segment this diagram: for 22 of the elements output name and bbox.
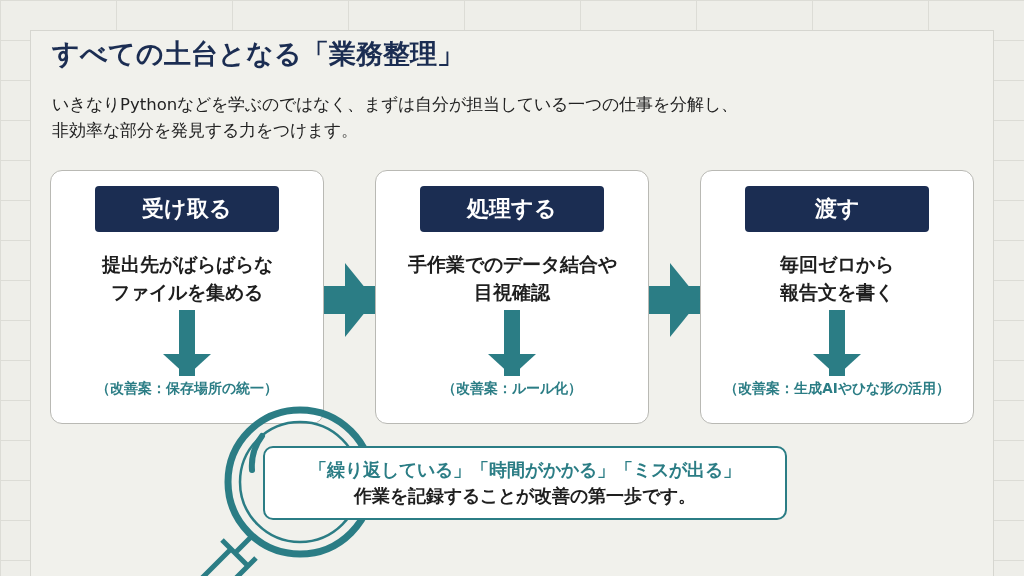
step-card (50, 170, 324, 424)
block-arrow (649, 263, 700, 337)
improvement-note: （改善案：保存場所の統一） (54, 376, 320, 400)
block-arrow (324, 263, 375, 337)
step-heading: 渡す (745, 186, 929, 232)
subtitle: いきなりPythonなどを学ぶのではなく、まずは自分が担当している一つの仕事を分解し、非効率な部分を発見する力をつけます。 (52, 94, 740, 142)
title: すべての土台となる「業務整理」 (52, 37, 464, 71)
block-arrow (813, 310, 861, 376)
step-card (375, 170, 649, 424)
callout-box (263, 446, 787, 520)
step-description: 毎回ゼロから報告文を書く (779, 252, 895, 305)
block-arrow (163, 310, 211, 376)
improvement-note: （改善案：ルール化） (379, 376, 645, 400)
callout-text: 作業を記録することが改善の第一歩です。 (354, 485, 696, 508)
improvement-note: （改善案：生成AIやひな形の活用） (704, 376, 970, 400)
step-heading: 受け取る (95, 186, 279, 232)
block-arrow (488, 310, 536, 376)
step-card (700, 170, 974, 424)
step-description: 提出先がばらばらなファイルを集める (100, 252, 274, 305)
step-heading: 処理する (420, 186, 604, 232)
callout-text: 「繰り返している」「時間がかかる」「ミスが出る」 (309, 459, 741, 482)
step-description: 手作業でのデータ結合や目視確認 (406, 252, 618, 305)
